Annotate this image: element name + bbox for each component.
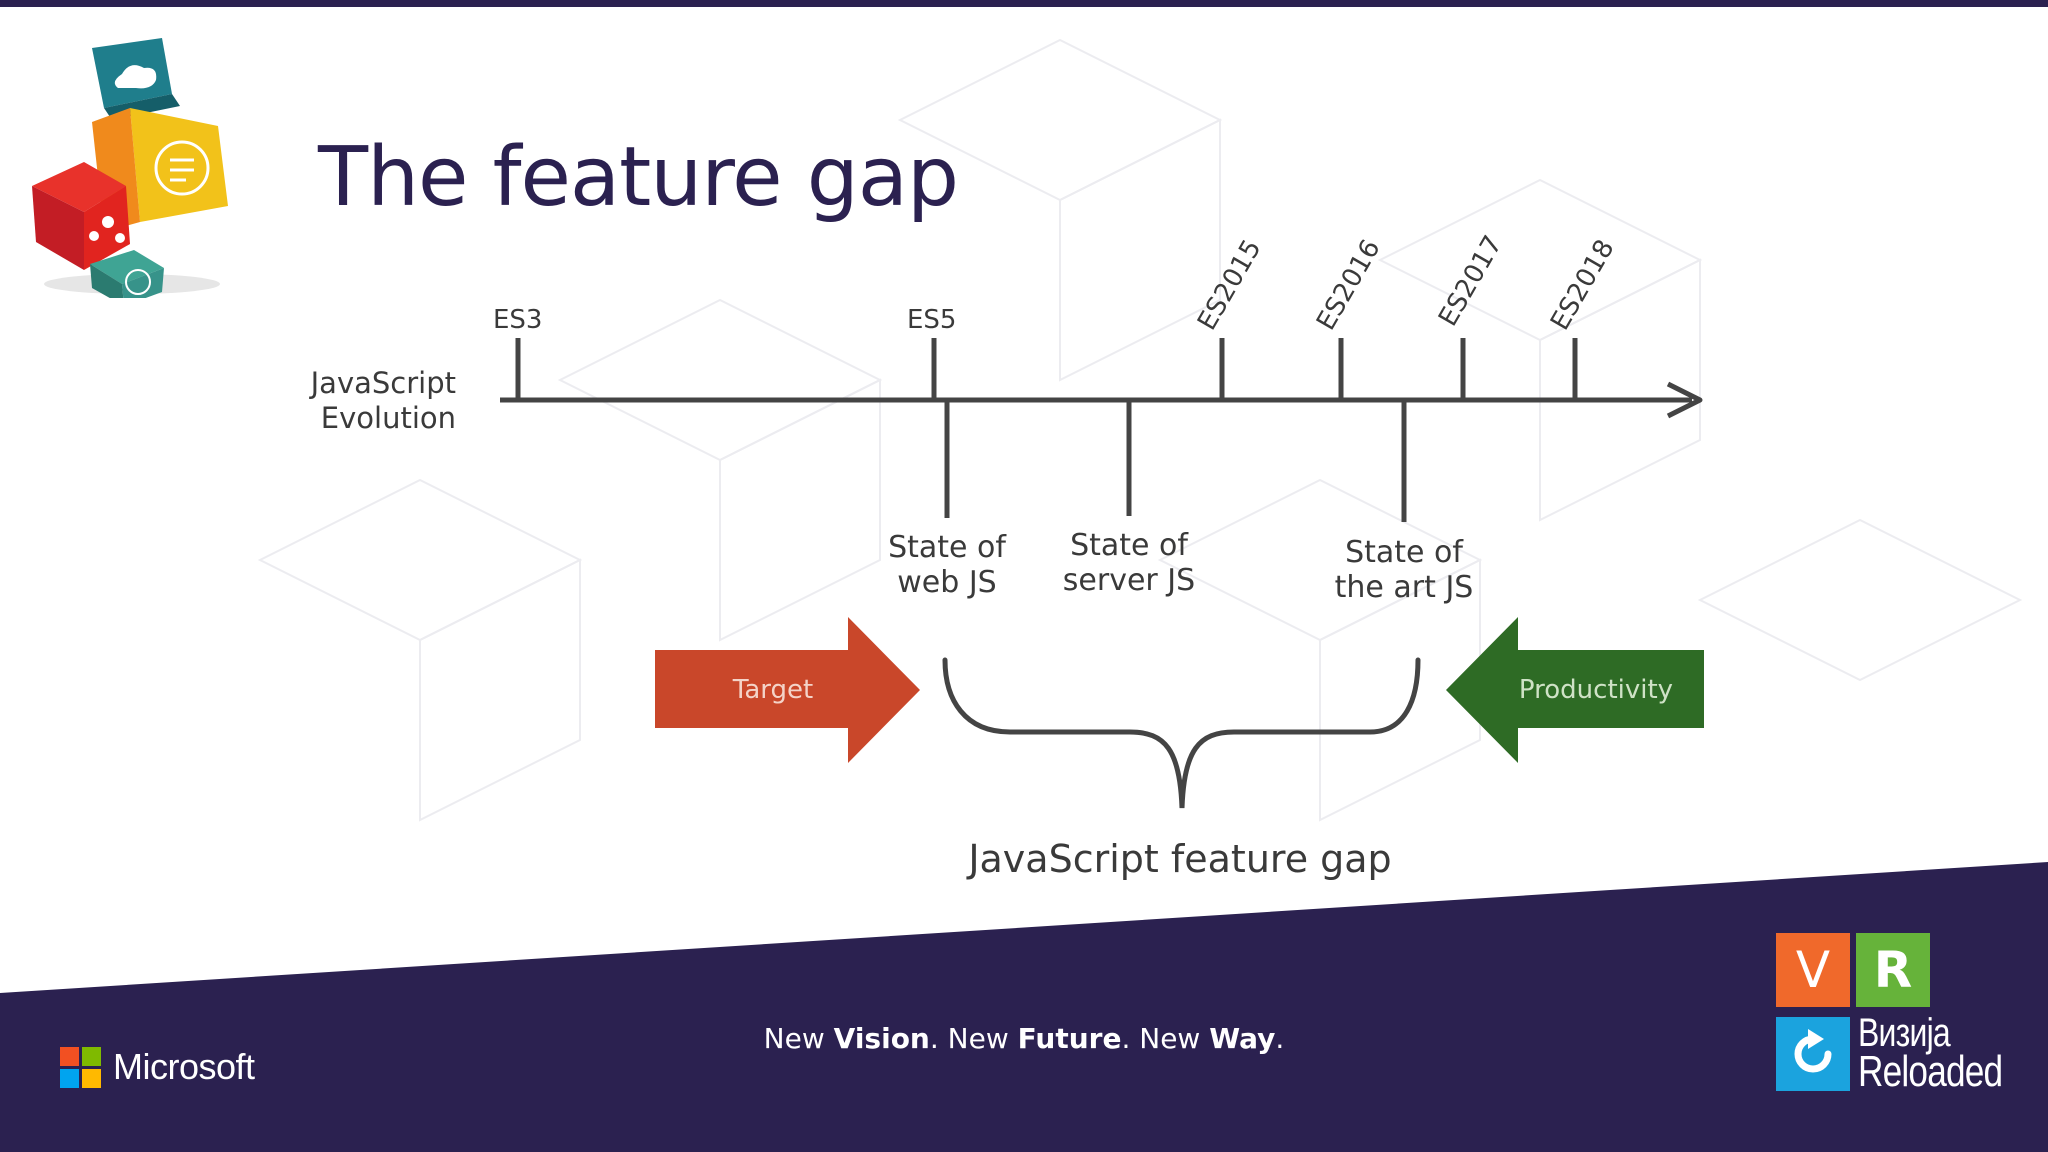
cubes-logo [32,38,228,298]
target-label: Target [732,675,813,705]
refresh-arrow-icon [1776,1017,1850,1091]
timeline-arrowhead [1666,381,1703,419]
productivity-label: Productivity [1519,675,1673,705]
axis-label-line2: Evolution [321,401,456,435]
vizija-reloaded-logo: V R Визија Reloaded [1776,933,2003,1096]
vr-logo-word-reloaded: Reloaded [1858,1047,2003,1096]
state-art-line2: the art JS [1335,570,1474,605]
microsoft-wordmark: Microsoft [113,1046,255,1087]
state-server-line1: State of [1070,528,1189,563]
state-art-line1: State of [1345,535,1464,570]
microsoft-logo: Microsoft [60,1046,255,1088]
feature-gap-label: JavaScript feature gap [966,837,1391,881]
state-web-line2: web JS [897,565,996,600]
microsoft-windows-icon [60,1046,101,1088]
feature-gap-brace [942,657,1421,809]
label-es5: ES5 [907,305,956,335]
vr-logo-v: V [1776,933,1850,1007]
productivity-arrow [1446,617,1704,763]
label-es3: ES3 [493,305,542,335]
top-accent-bar [0,0,2048,7]
state-server-line2: server JS [1063,563,1195,598]
slide-title: The feature gap [318,130,959,225]
target-arrow [655,617,920,763]
vr-logo-r: R [1856,933,1930,1007]
footer-tagline: New Vision. New Future. New Way. [763,1022,1285,1055]
state-web-line1: State of [888,530,1007,565]
axis-label-line1: JavaScript [309,366,456,400]
vr-logo-word-vizija: Визија [1858,1011,1951,1055]
